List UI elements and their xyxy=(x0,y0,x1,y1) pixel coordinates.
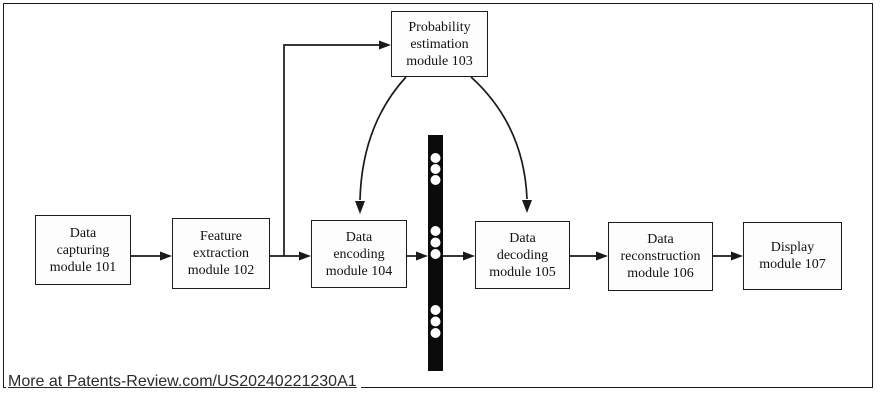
module-label-line: Data xyxy=(345,229,373,245)
bitstream-dot xyxy=(430,305,441,315)
curve-103-to-104 xyxy=(359,76,407,201)
module-label-line: module 106 xyxy=(627,266,694,281)
bitstream-dot xyxy=(430,226,441,236)
module-label-line: Feature xyxy=(200,229,242,244)
bitstream-dot xyxy=(430,328,441,338)
module-box-data-encoding-104: Data encoding module 104 xyxy=(311,220,407,288)
module-box-data-reconstruction-106: Data reconstruction module 106 xyxy=(608,222,713,291)
bitstream-dot xyxy=(430,175,441,185)
module-label-line: module 102 xyxy=(187,263,255,278)
module-label-line: module 103 xyxy=(406,53,473,69)
bitstream-dot xyxy=(430,153,441,163)
module-label-line: estimation xyxy=(410,36,469,52)
arrowhead xyxy=(379,40,391,50)
bitstream-dot xyxy=(430,249,441,259)
module-label-line: capturing xyxy=(56,242,110,258)
bitstream-dot xyxy=(430,164,441,174)
arrowhead xyxy=(596,251,608,261)
module-label-line: encoding xyxy=(333,246,385,262)
module-box-data-capturing-101: Data capturing module 101 xyxy=(35,215,131,285)
module-label-line: Data xyxy=(69,225,97,241)
arrowhead xyxy=(299,251,311,261)
module-label-line: module 107 xyxy=(759,257,826,272)
module-box-feature-extraction-102: Feature extraction module 102 xyxy=(172,218,270,289)
watermark-link[interactable]: More at Patents-Review.com/US20240221230… xyxy=(6,373,361,393)
curve-103-to-105 xyxy=(470,76,528,200)
branch-to-103 xyxy=(283,44,379,256)
module-label-line: module 104 xyxy=(325,263,393,279)
bitstream-dot xyxy=(430,316,441,327)
module-label-line: module 101 xyxy=(49,259,117,275)
arrowhead xyxy=(522,200,532,213)
arrowhead xyxy=(463,251,475,261)
module-label-line: Probability xyxy=(408,19,471,35)
arrowhead xyxy=(416,251,428,261)
module-label-line: Data xyxy=(647,232,674,247)
module-label-line: module 105 xyxy=(489,264,556,280)
arrowhead xyxy=(160,251,172,261)
bitstream-dot xyxy=(430,237,441,248)
arrowhead xyxy=(731,251,743,261)
module-label-line: Display xyxy=(770,240,815,255)
module-label-line: Data xyxy=(509,230,536,246)
module-box-probability-estimation-103: Probability estimation module 103 xyxy=(391,11,488,77)
arrowhead xyxy=(355,201,365,214)
module-box-display-107: Display module 107 xyxy=(743,222,842,290)
module-label-line: reconstruction xyxy=(620,249,701,264)
module-label-line: decoding xyxy=(496,247,549,263)
module-box-data-decoding-105: Data decoding module 105 xyxy=(475,221,570,289)
figure-border xyxy=(3,3,873,388)
module-label-line: extraction xyxy=(193,246,249,261)
bitstream-bar xyxy=(428,135,443,371)
